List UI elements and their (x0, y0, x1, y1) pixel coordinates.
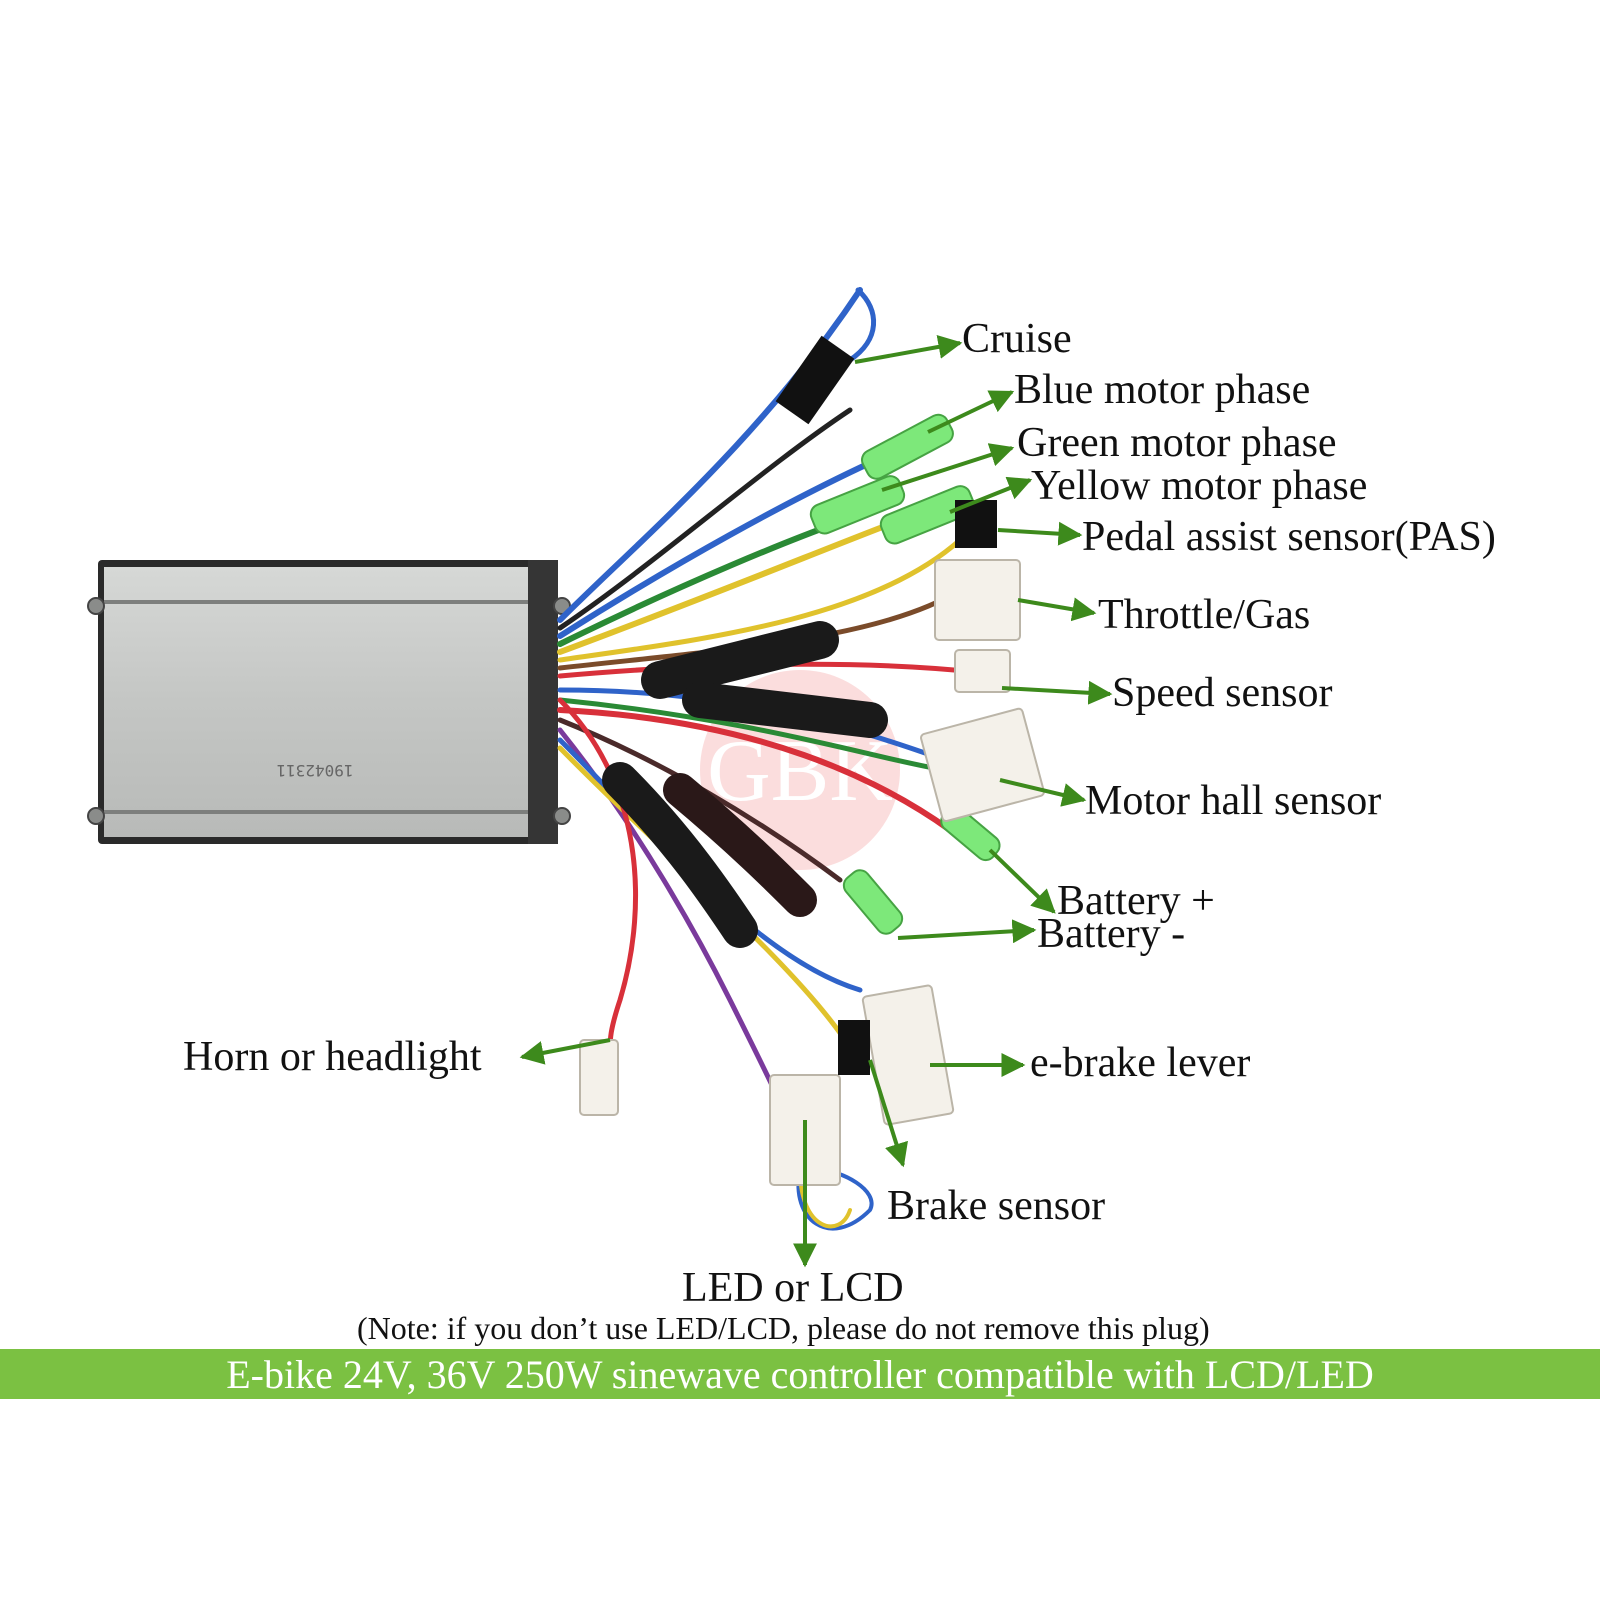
controller-housing: 19042311 (87, 560, 571, 844)
screw (87, 597, 105, 615)
arrow-pas (997, 521, 1083, 546)
label-battery-minus: Battery - (1037, 911, 1186, 957)
label-led-lcd: LED or LCD (682, 1265, 904, 1311)
arrow-battery-minus (897, 919, 1037, 944)
label-pas: Pedal assist sensor(PAS) (1082, 514, 1496, 560)
callout-arrows (519, 335, 1113, 1268)
label-green-motor-phase: Green motor phase (1017, 420, 1337, 466)
arrow-battery-plus (988, 848, 1056, 914)
banner-text: E-bike 24V, 36V 250W sinewave controller… (226, 1351, 1374, 1397)
title-banner: E-bike 24V, 36V 250W sinewave controller… (0, 1349, 1600, 1399)
note-led-lcd: (Note: if you don’t use LED/LCD, please … (357, 1310, 1210, 1346)
label-brake-sensor: Brake sensor (887, 1183, 1106, 1229)
screw (87, 807, 105, 825)
label-horn-headlight: Horn or headlight (183, 1034, 482, 1080)
label-battery-plus: Battery + (1057, 878, 1215, 924)
arrow-speed (1001, 680, 1113, 705)
brake-sensor-connector (838, 1020, 870, 1075)
arrow-motor-hall (999, 778, 1087, 807)
label-ebrake-lever: e-brake lever (1030, 1040, 1251, 1086)
label-speed-sensor: Speed sensor (1112, 670, 1333, 716)
arrow-brake-sensor (868, 1059, 908, 1168)
heat-shrink (602, 621, 888, 948)
arrow-throttle (1017, 597, 1097, 622)
label-blue-motor-phase: Blue motor phase (1014, 367, 1311, 413)
label-cruise: Cruise (962, 316, 1072, 362)
cruise-connector (775, 335, 855, 425)
serial-number: 19042311 (276, 761, 353, 780)
screw (553, 807, 571, 825)
label-motor-hall-sensor: Motor hall sensor (1085, 778, 1382, 824)
label-throttle: Throttle/Gas (1098, 592, 1311, 638)
white-connectors (579, 559, 1045, 1186)
arrow-horn (519, 1038, 611, 1065)
label-yellow-motor-phase: Yellow motor phase (1031, 463, 1368, 509)
arrow-green-phase (881, 443, 1015, 492)
arrow-blue-phase (927, 390, 1015, 434)
arrow-yellow-phase (949, 476, 1033, 514)
arrow-cruise (854, 335, 963, 364)
